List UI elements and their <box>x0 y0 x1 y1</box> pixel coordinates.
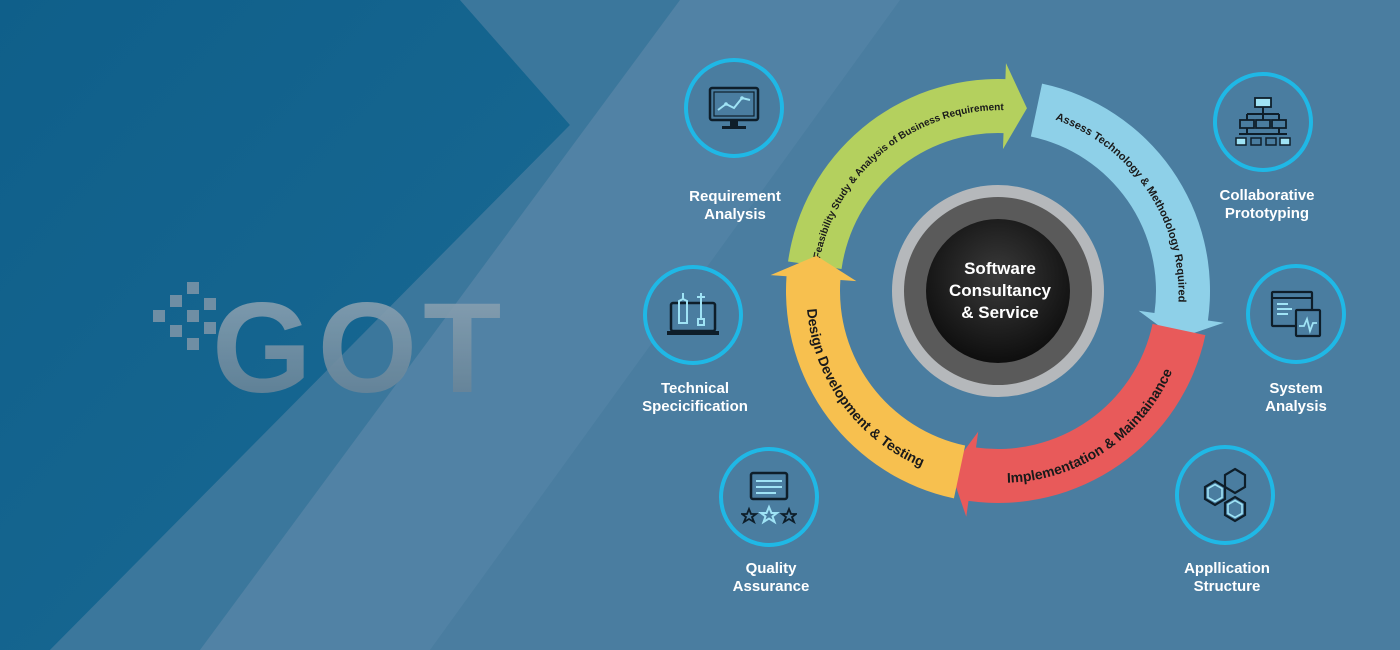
system-analysis-badge <box>1246 264 1346 364</box>
cycle-arrow-1 <box>788 63 1027 270</box>
quality-assurance-badge <box>719 447 819 547</box>
logo-mark <box>153 282 216 350</box>
application-structure-label: Appllication Structure <box>1184 560 1270 595</box>
logo-text: GOT <box>212 277 507 420</box>
application-structure-badge <box>1175 445 1275 545</box>
hub-line-2: Consultancy <box>948 281 1052 300</box>
collaborative-prototyping-label: Collaborative Prototyping <box>1219 187 1315 222</box>
technical-specification-badge <box>643 265 743 365</box>
cycle-arrow-3 <box>950 323 1206 517</box>
requirement-analysis-label: Requirement Analysis <box>689 188 781 223</box>
system-windows-icon <box>1270 290 1322 338</box>
bg-chevron-dark <box>0 0 570 650</box>
technical-specification-label: Technical Specicification <box>642 380 748 415</box>
hub-line-1: Software <box>964 259 1036 278</box>
tools-laptop-icon <box>667 293 719 335</box>
quality-assurance-label: Quality Assurance <box>732 560 810 595</box>
requirement-analysis-badge <box>684 58 784 158</box>
system-analysis-label: System Analysis <box>1265 380 1327 415</box>
bg-chevron-mid <box>50 0 680 650</box>
bg-chevron-light <box>200 0 900 650</box>
rating-stars-icon <box>741 471 797 525</box>
collaborative-prototyping-badge <box>1213 72 1313 172</box>
hub-core <box>926 219 1070 363</box>
cycle-arrow-2 <box>1030 83 1224 339</box>
cycle-arrow-4 <box>770 255 966 499</box>
hub-line-3: & Service <box>961 303 1039 322</box>
hexagons-icon <box>1203 467 1247 523</box>
hub-label: Software Consultancy & Service <box>925 258 1075 324</box>
monitor-chart-icon <box>708 86 760 129</box>
hierarchy-icon <box>1235 97 1291 146</box>
